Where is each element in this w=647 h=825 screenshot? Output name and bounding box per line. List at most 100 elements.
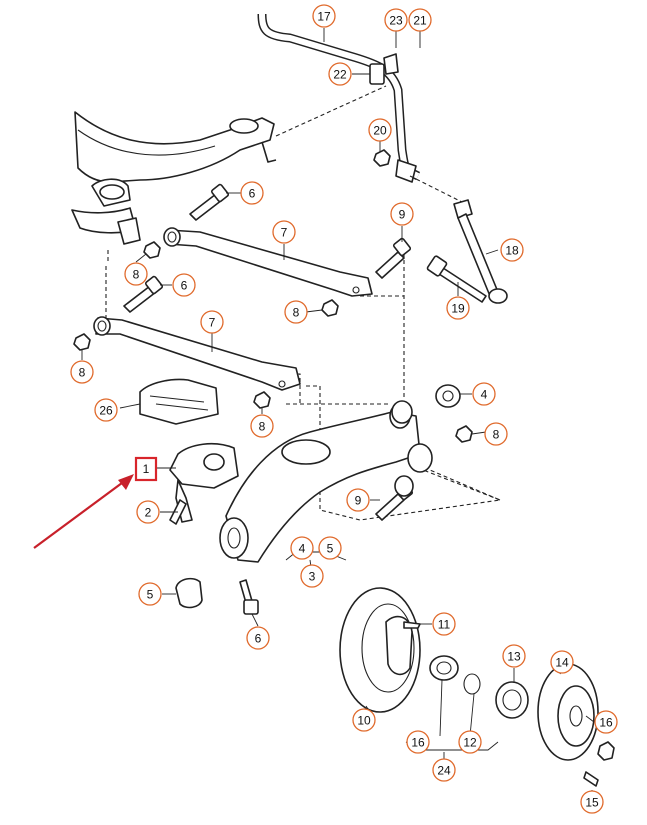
callout-number: 16 [411,736,425,750]
callout-number: 5 [327,542,334,556]
callout-ring [318,536,342,560]
callout-ring [124,262,148,286]
callout-ring [406,730,430,754]
callout-number: 5 [147,588,154,602]
callout-c8d: 8 [250,414,274,438]
callout-number: 22 [333,68,347,82]
callout-ring [446,296,470,320]
brake-assembly [339,587,615,787]
callout-number: 16 [599,716,613,730]
link-bolts [123,183,414,521]
callout-c18: 18 [500,238,524,262]
callout-ring [550,650,574,674]
callout-ring [328,62,352,86]
callout-ring [70,360,94,384]
upper-link [163,227,373,297]
callout-c3: 3 [300,564,324,588]
callout-number: 7 [281,226,288,240]
callout-ring [500,238,524,262]
callout-c8a: 8 [124,262,148,286]
callout-number: 8 [259,420,266,434]
callout-number: 8 [133,268,140,282]
nuts [73,149,473,443]
callout-c22: 22 [328,62,352,86]
callout-number: 14 [555,656,569,670]
callout-c21: 21 [408,8,432,32]
callout-ring [272,220,296,244]
callout-ring [484,422,508,446]
callout-ring [432,758,456,782]
callout-c10: 10 [352,708,376,732]
callout-c7a: 7 [272,220,296,244]
callout-c12: 12 [458,730,482,754]
callout-c5a: 5 [138,582,162,606]
callout-c8c: 8 [70,360,94,384]
callout-ring [312,4,336,28]
callout-number: 24 [437,764,451,778]
callout-c7b: 7 [200,310,224,334]
callout-c26: 26 [94,398,118,422]
callout-ring [502,644,526,668]
callout-c17: 17 [312,4,336,28]
rear-subframe [71,111,277,245]
callout-ring [246,626,270,650]
callout-number: 6 [255,632,262,646]
callout-ring [94,398,118,422]
callout-ring [472,382,496,406]
mounting-bracket [139,378,239,523]
callout-c2: 2 [136,500,160,524]
callout-c14: 14 [550,650,574,674]
callout-ring [384,8,408,32]
callout-number: 8 [293,306,300,320]
callout-number: 26 [99,404,113,418]
callout-number: 12 [463,736,477,750]
callout-number: 8 [79,366,86,380]
callout-ring [408,8,432,32]
callout-ring [250,414,274,438]
callout-c6b: 6 [172,273,196,297]
callout-ring [136,500,160,524]
callout-ring [432,612,456,636]
callout-number: 9 [355,494,362,508]
callout-c11: 11 [432,612,456,636]
red-pointer-arrow [33,474,134,549]
callout-number: 7 [209,316,216,330]
callout-number: 15 [585,796,599,810]
callout-c5b: 5 [318,536,342,560]
callout-c6c: 6 [246,626,270,650]
callout-number: 17 [317,10,331,24]
lower-link [93,316,301,391]
callout-number: 20 [373,124,387,138]
callout-ring [172,273,196,297]
callout-ring [138,582,162,606]
callout-ring [300,564,324,588]
callout-number: 23 [389,14,403,28]
callout-c8f: 8 [484,422,508,446]
callout-ring [284,300,308,324]
callout-ring [346,488,370,512]
callout-ring [200,310,224,334]
callout-number: 3 [309,570,316,584]
callout-number: 2 [145,506,152,520]
callout-ring [580,790,604,814]
highlight-label-text: 1 [143,462,150,476]
callout-c16a: 16 [594,710,618,734]
callout-c13: 13 [502,644,526,668]
callout-c19: 19 [446,296,470,320]
callout-c9b: 9 [346,488,370,512]
callout-number: 21 [413,14,427,28]
drop-link [426,199,508,304]
callout-c15: 15 [580,790,604,814]
callout-number: 10 [357,714,371,728]
callout-c16b: 16 [406,730,430,754]
callout-ring [458,730,482,754]
callout-number: 19 [451,302,465,316]
callout-c6a: 6 [240,181,264,205]
callout-ring [594,710,618,734]
callout-number: 13 [507,650,521,664]
highlighted-part-label: 1 [134,456,158,482]
callout-number: 4 [481,388,488,402]
callout-c9a: 9 [390,202,414,226]
